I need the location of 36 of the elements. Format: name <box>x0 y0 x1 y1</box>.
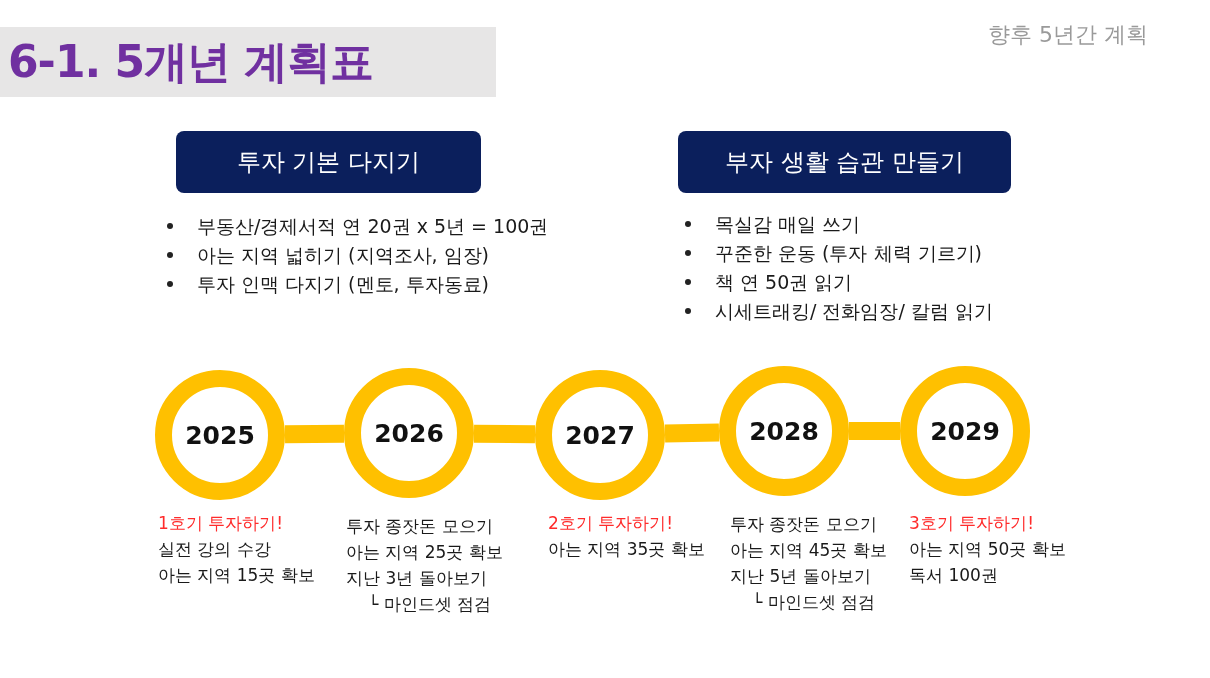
milestone-note: 2호기 투자하기! <box>548 512 674 535</box>
milestone-note: 투자 종잣돈 모으기 <box>730 513 877 536</box>
heading-box: 부자 생활 습관 만들기 <box>678 131 1011 193</box>
milestone-note: └ 마인드셋 점검 <box>368 593 492 616</box>
milestone-note: 아는 지역 45곳 확보 <box>730 539 887 562</box>
list-item: 투자 인맥 다지기 (멘토, 투자동료) <box>197 272 490 297</box>
list-item: 부동산/경제서적 연 20권 x 5년 = 100권 <box>197 214 549 239</box>
milestone-note: └ 마인드셋 점검 <box>752 591 876 614</box>
list-item: 꾸준한 운동 (투자 체력 기르기) <box>715 241 982 266</box>
milestone-note: 실전 강의 수강 <box>158 538 271 561</box>
heading-box: 투자 기본 다지기 <box>176 131 481 193</box>
milestone-note: 지난 3년 돌아보기 <box>346 567 487 590</box>
subtitle: 향후 5년간 계획 <box>988 21 1148 49</box>
milestone-note: 아는 지역 25곳 확보 <box>346 541 503 564</box>
year-circle: 2028 <box>719 366 849 496</box>
milestone-note: 아는 지역 50곳 확보 <box>909 538 1066 561</box>
year-circle: 2026 <box>344 368 474 498</box>
milestone-note: 3호기 투자하기! <box>909 512 1035 535</box>
list-item: 시세트래킹/ 전화임장/ 칼럼 읽기 <box>715 299 993 324</box>
year-circle: 2025 <box>155 370 285 500</box>
list-item: 아는 지역 넓히기 (지역조사, 임장) <box>197 243 490 268</box>
milestone-note: 투자 종잣돈 모으기 <box>346 515 493 538</box>
year-circle: 2027 <box>535 370 665 500</box>
connector-line <box>849 422 900 440</box>
year-circle: 2029 <box>900 366 1030 496</box>
connector-line <box>664 423 720 443</box>
milestone-note: 독서 100권 <box>909 564 998 587</box>
page-title: 6-1. 5개년 계획표 <box>0 27 496 97</box>
list-item: 책 연 50권 읽기 <box>715 270 853 295</box>
milestone-note: 아는 지역 35곳 확보 <box>548 538 705 561</box>
list-item: 목실감 매일 쓰기 <box>715 212 861 237</box>
milestone-note: 1호기 투자하기! <box>158 512 284 535</box>
connector-line <box>284 424 345 444</box>
connector-line <box>473 424 536 444</box>
milestone-note: 지난 5년 돌아보기 <box>730 565 871 588</box>
milestone-note: 아는 지역 15곳 확보 <box>158 564 315 587</box>
